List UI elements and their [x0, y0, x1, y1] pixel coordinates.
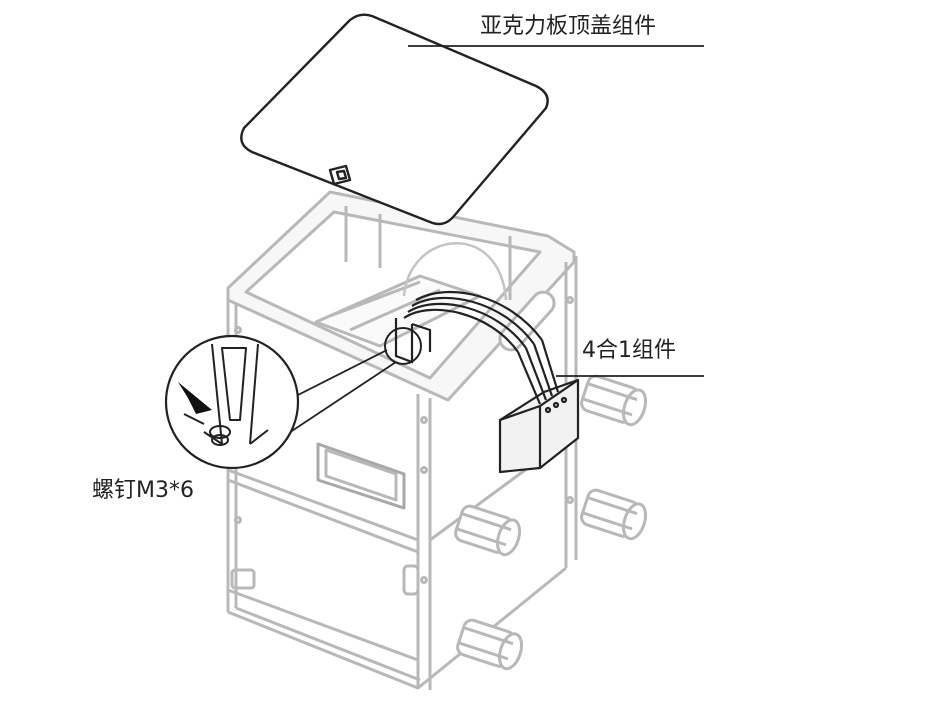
screw-zoom-detail — [164, 334, 300, 470]
acrylic-top-cover — [240, 13, 549, 226]
screw-location-circle — [384, 327, 422, 365]
spool-holder-4 — [456, 618, 524, 671]
spool-holders — [454, 374, 648, 671]
tool-head — [394, 318, 432, 364]
spool-holder-3 — [454, 504, 522, 557]
spool-holder-1 — [580, 374, 648, 427]
top-cover-label: 亚克力板顶盖组件 — [480, 14, 657, 39]
cover-logo-icon — [328, 164, 352, 186]
screw-arrow-icon — [178, 382, 212, 414]
filament-tube — [402, 242, 508, 301]
four-in-one-label: 4合1组件 — [582, 338, 676, 363]
four-in-one-assembly — [403, 290, 580, 474]
callout-leader-lines — [408, 45, 704, 377]
screw-label: 螺钉M3*6 — [92, 478, 194, 503]
spool-holder-2 — [580, 488, 648, 541]
